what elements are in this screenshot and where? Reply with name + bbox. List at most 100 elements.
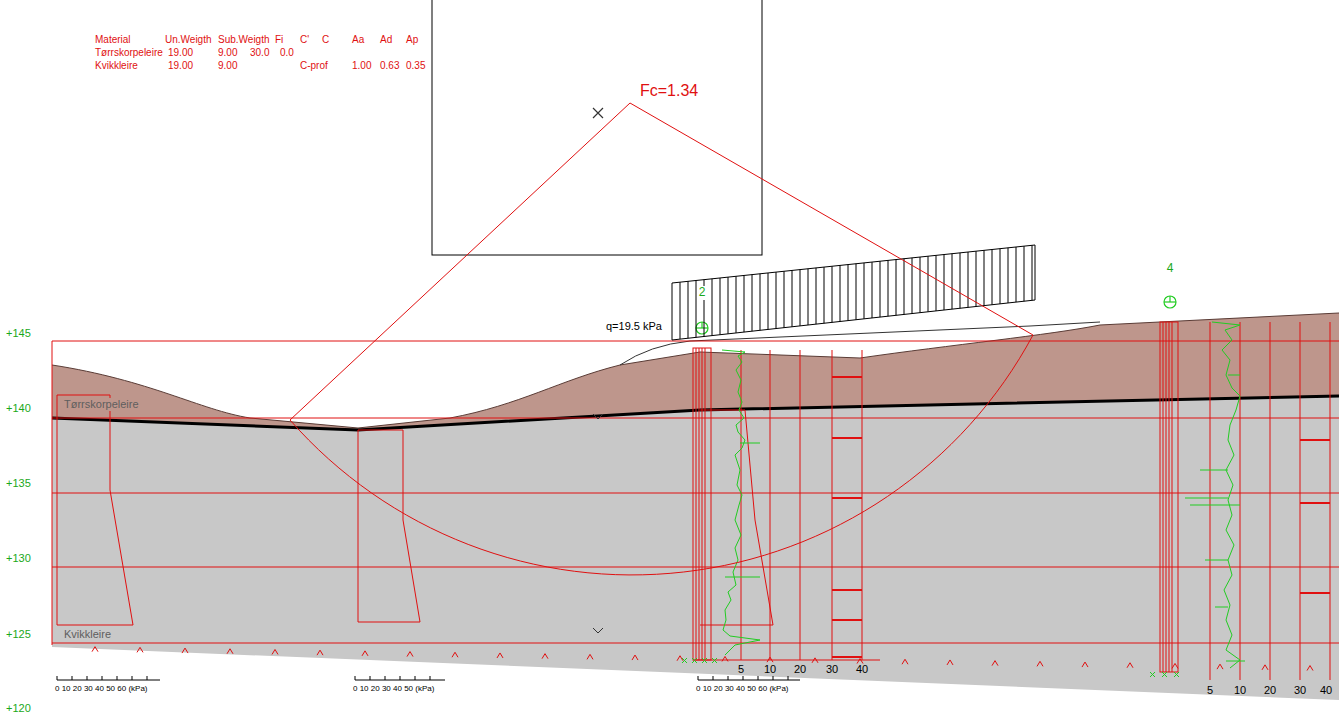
table-cell: 30.0 — [250, 47, 269, 59]
borehole-number: 2 — [697, 286, 708, 300]
layer-name: Tørrskorpeleire — [62, 398, 141, 411]
table-header: C — [322, 34, 329, 46]
load-hatch — [872, 262, 873, 318]
circle-centre — [593, 108, 603, 118]
table-header: Un.Weigth — [165, 34, 212, 46]
scale-number: 30 — [826, 663, 838, 676]
scale-number: 5 — [738, 663, 744, 676]
elevation-label: +120 — [6, 702, 31, 715]
load-hatch — [840, 265, 841, 321]
table-cell: 1.00 — [352, 60, 371, 72]
table-cell: 9.00 — [218, 47, 237, 59]
load-hatch — [880, 261, 881, 317]
load-hatch — [736, 276, 737, 333]
load-hatch — [816, 268, 817, 324]
cpt-ticks — [1185, 375, 1245, 661]
table-cell: Kvikkleire — [95, 60, 138, 72]
table-cell: 19.00 — [168, 60, 193, 72]
table-header: Ap — [406, 34, 418, 46]
table-cell: 0.63 — [380, 60, 399, 72]
surface-load — [672, 245, 1035, 340]
load-hatch — [1024, 246, 1025, 301]
load-hatch — [688, 281, 689, 338]
su-profile — [57, 395, 773, 625]
cpt-curve — [722, 350, 760, 655]
load-hatch — [960, 253, 961, 308]
scale-number: 5 — [1207, 684, 1213, 697]
load-hatch — [728, 277, 729, 334]
load-hatch — [848, 265, 849, 321]
scale-ruler — [57, 676, 800, 680]
table-header: Ad — [380, 34, 392, 46]
load-hatch — [1008, 248, 1009, 303]
scale-label: 0 10 20 30 40 50 (kPa) — [353, 684, 434, 693]
load-hatch — [888, 260, 889, 316]
load-hatch — [928, 256, 929, 312]
scale-label: 0 10 20 30 40 50 60 (kPa) — [55, 684, 148, 693]
table-cell: 19.00 — [168, 47, 193, 59]
load-hatch — [936, 255, 937, 311]
table-header: Aa — [352, 34, 364, 46]
elevation-label: +135 — [6, 477, 31, 490]
load-hatch — [976, 251, 977, 306]
scale-number: 40 — [1320, 684, 1332, 697]
search-grid-box — [432, 0, 762, 255]
load-hatch — [752, 275, 753, 332]
scale-number: 40 — [856, 663, 868, 676]
load-hatch — [776, 272, 777, 328]
load-hatch — [912, 258, 913, 314]
load-hatch — [784, 271, 785, 327]
load-hatch — [760, 274, 761, 331]
load-label: q=19.5 kPa — [606, 320, 662, 333]
load-hatch — [944, 255, 945, 311]
load-hatch — [808, 269, 809, 325]
table-cell: 9.00 — [218, 60, 237, 72]
load-hatch — [920, 257, 921, 313]
elevation-label: +130 — [6, 552, 31, 565]
table-header: Sub.Weigth — [218, 34, 270, 46]
load-hatch — [896, 260, 897, 316]
elevation-label: +125 — [6, 628, 31, 641]
elevation-label: +140 — [6, 402, 31, 415]
slip-surface — [290, 103, 1033, 575]
load-hatch — [864, 263, 865, 319]
safety-factor: Fc=1.34 — [640, 82, 698, 100]
load-hatch — [680, 282, 681, 339]
load-hatch — [800, 270, 801, 326]
load-hatch — [856, 264, 857, 320]
load-hatch — [904, 259, 905, 315]
scale-number: 10 — [764, 663, 776, 676]
borehole-number: 4 — [1167, 262, 1174, 276]
load-hatch — [768, 273, 769, 329]
load-hatch — [744, 276, 745, 333]
table-cell: 0.35 — [406, 60, 425, 72]
load-hatch — [1032, 245, 1033, 300]
load-hatch — [968, 252, 969, 307]
table-header: C' — [300, 34, 309, 46]
elevation-label: +145 — [6, 327, 31, 340]
scale-number: 30 — [1294, 684, 1306, 697]
table-header: Fi — [275, 34, 283, 46]
chevron — [593, 414, 603, 633]
scale-label: 0 10 20 30 40 50 60 (kPa) — [696, 684, 789, 693]
scale-number: 20 — [1264, 684, 1276, 697]
load-hatch — [720, 278, 721, 335]
borehole-log — [1160, 322, 1330, 680]
borehole-log — [693, 348, 880, 660]
load-hatch — [1016, 247, 1017, 302]
load-hatch — [992, 250, 993, 305]
table-cell: 0.0 — [280, 47, 294, 59]
sample-markers — [682, 658, 1179, 677]
load-hatch — [824, 267, 825, 323]
table-cell: C-prof — [300, 60, 328, 72]
load-hatch — [712, 279, 713, 336]
load-hatch — [832, 266, 833, 322]
scale-number: 20 — [794, 663, 806, 676]
load-hatch — [1000, 249, 1001, 304]
table-cell: Tørrskorpeleire — [95, 47, 163, 59]
table-header: Material — [95, 34, 131, 46]
layer-name: Kvikkleire — [62, 628, 113, 641]
load-hatch — [792, 270, 793, 326]
